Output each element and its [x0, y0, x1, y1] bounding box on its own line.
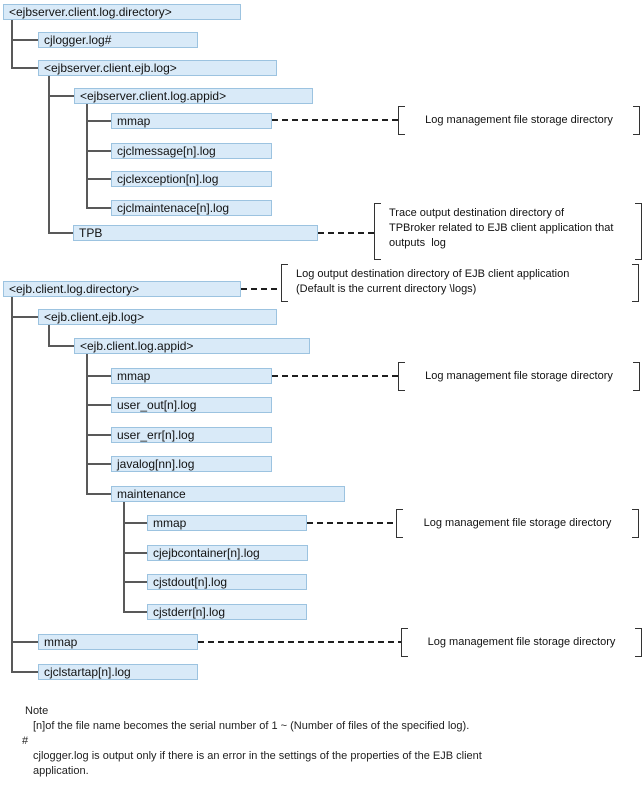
annotation-line: TPBroker related to EJB client applicati…	[389, 222, 614, 234]
tree-connector	[86, 463, 111, 465]
bracket-right	[632, 264, 639, 302]
annotation-text: Log management file storage directory	[423, 517, 612, 529]
tree-connector	[86, 150, 111, 152]
annotation-line: outputs log	[389, 237, 446, 249]
tree-connector	[123, 552, 147, 554]
tree-connector	[86, 434, 111, 436]
dashed-leader	[272, 375, 398, 377]
tree-connector	[11, 20, 13, 69]
note-marker: #	[22, 735, 29, 747]
node-cjstdout-log: cjstdout[n].log	[147, 574, 307, 590]
tree-connector	[48, 345, 74, 347]
tree-connector	[11, 297, 13, 673]
node-user-out-log: user_out[n].log	[111, 397, 272, 413]
annotation-tpb: Trace output destination directory of TP…	[374, 203, 642, 260]
dashed-leader	[198, 641, 401, 643]
annotation-text: Trace output destination directory of TP…	[381, 203, 635, 260]
bracket-left	[401, 628, 408, 657]
note-line: application.	[33, 765, 89, 777]
tree-connector	[86, 104, 88, 209]
node-ejb-client-log-appid: <ejb.client.log.appid>	[74, 338, 310, 354]
node-ejb-client-ejb-log: <ejb.client.ejb.log>	[38, 309, 277, 325]
node-ejbserver-client-ejb-log: <ejbserver.client.ejb.log>	[38, 60, 277, 76]
annotation-log-mgmt-3: Log management file storage directory	[396, 509, 639, 538]
node-mmap-3: mmap	[147, 515, 307, 531]
bracket-right	[633, 362, 640, 391]
annotation-text: Log management file storage directory	[425, 370, 613, 382]
node-ejbserver-client-log-directory: <ejbserver.client.log.directory>	[3, 4, 241, 20]
annotation-log-mgmt-1: Log management file storage directory	[398, 106, 640, 135]
note-block: Note [n]of the file name becomes the ser…	[22, 704, 630, 779]
tree-connector	[11, 641, 38, 643]
tree-connector	[11, 316, 38, 318]
tree-connector	[86, 207, 111, 209]
tree-connector	[86, 120, 111, 122]
tree-connector	[11, 67, 38, 69]
node-cjclexception-log: cjclexception[n].log	[111, 171, 272, 187]
tree-connector	[86, 493, 111, 495]
bracket-left	[281, 264, 288, 302]
node-cjlogger-log: cjlogger.log#	[38, 32, 198, 48]
tree-connector	[48, 325, 50, 347]
annotation-text: Log output destination directory of EJB …	[288, 264, 632, 302]
tree-connector	[123, 502, 125, 613]
tree-connector	[48, 95, 74, 97]
dashed-leader	[272, 119, 398, 121]
note-line: cjlogger.log is output only if there is …	[33, 750, 482, 762]
tree-connector	[48, 232, 73, 234]
bracket-right	[635, 203, 642, 260]
tree-connector	[86, 178, 111, 180]
annotation-line: (Default is the current directory \logs)	[296, 283, 477, 295]
bracket-left	[398, 106, 405, 135]
tree-connector	[48, 76, 50, 234]
note-heading: Note	[25, 705, 49, 717]
bracket-right	[632, 509, 639, 538]
node-cjejbcontainer-log: cjejbcontainer[n].log	[147, 545, 308, 561]
node-mmap-2: mmap	[111, 368, 272, 384]
annotation-line: Trace output destination directory of	[389, 207, 565, 219]
tree-connector	[86, 354, 88, 495]
node-cjclmaintenace-log: cjclmaintenace[n].log	[111, 200, 272, 216]
bracket-right	[635, 628, 642, 657]
node-cjclmessage-log: cjclmessage[n].log	[111, 143, 272, 159]
annotation-log-mgmt-4: Log management file storage directory	[401, 628, 642, 657]
tree-connector	[86, 404, 111, 406]
node-ejbserver-client-log-appid: <ejbserver.client.log.appid>	[74, 88, 313, 104]
bracket-left	[374, 203, 381, 260]
tree-connector	[123, 581, 147, 583]
annotation-ejb-log-dir: Log output destination directory of EJB …	[281, 264, 639, 302]
node-cjstderr-log: cjstderr[n].log	[147, 604, 307, 620]
node-javalog-log: javalog[nn].log	[111, 456, 272, 472]
annotation-log-mgmt-2: Log management file storage directory	[398, 362, 640, 391]
tree-connector	[123, 611, 147, 613]
annotation-text: Log management file storage directory	[425, 114, 613, 126]
node-tpb: TPB	[73, 225, 318, 241]
bracket-left	[398, 362, 405, 391]
tree-connector	[86, 375, 111, 377]
node-user-err-log: user_err[n].log	[111, 427, 272, 443]
node-cjclstartap-log: cjclstartap[n].log	[38, 664, 198, 680]
annotation-line: Log output destination directory of EJB …	[296, 268, 570, 280]
node-mmap-1: mmap	[111, 113, 272, 129]
node-ejb-client-log-directory: <ejb.client.log.directory>	[3, 281, 241, 297]
tree-connector	[11, 671, 38, 673]
node-maintenance: maintenance	[111, 486, 345, 502]
note-line: [n]of the file name becomes the serial n…	[33, 720, 470, 732]
dashed-leader	[318, 232, 374, 234]
bracket-left	[396, 509, 403, 538]
dashed-leader	[241, 288, 281, 290]
annotation-text: Log management file storage directory	[427, 636, 616, 648]
bracket-right	[633, 106, 640, 135]
tree-connector	[123, 522, 147, 524]
tree-connector	[11, 39, 38, 41]
node-mmap-4: mmap	[38, 634, 198, 650]
dashed-leader	[307, 522, 396, 524]
